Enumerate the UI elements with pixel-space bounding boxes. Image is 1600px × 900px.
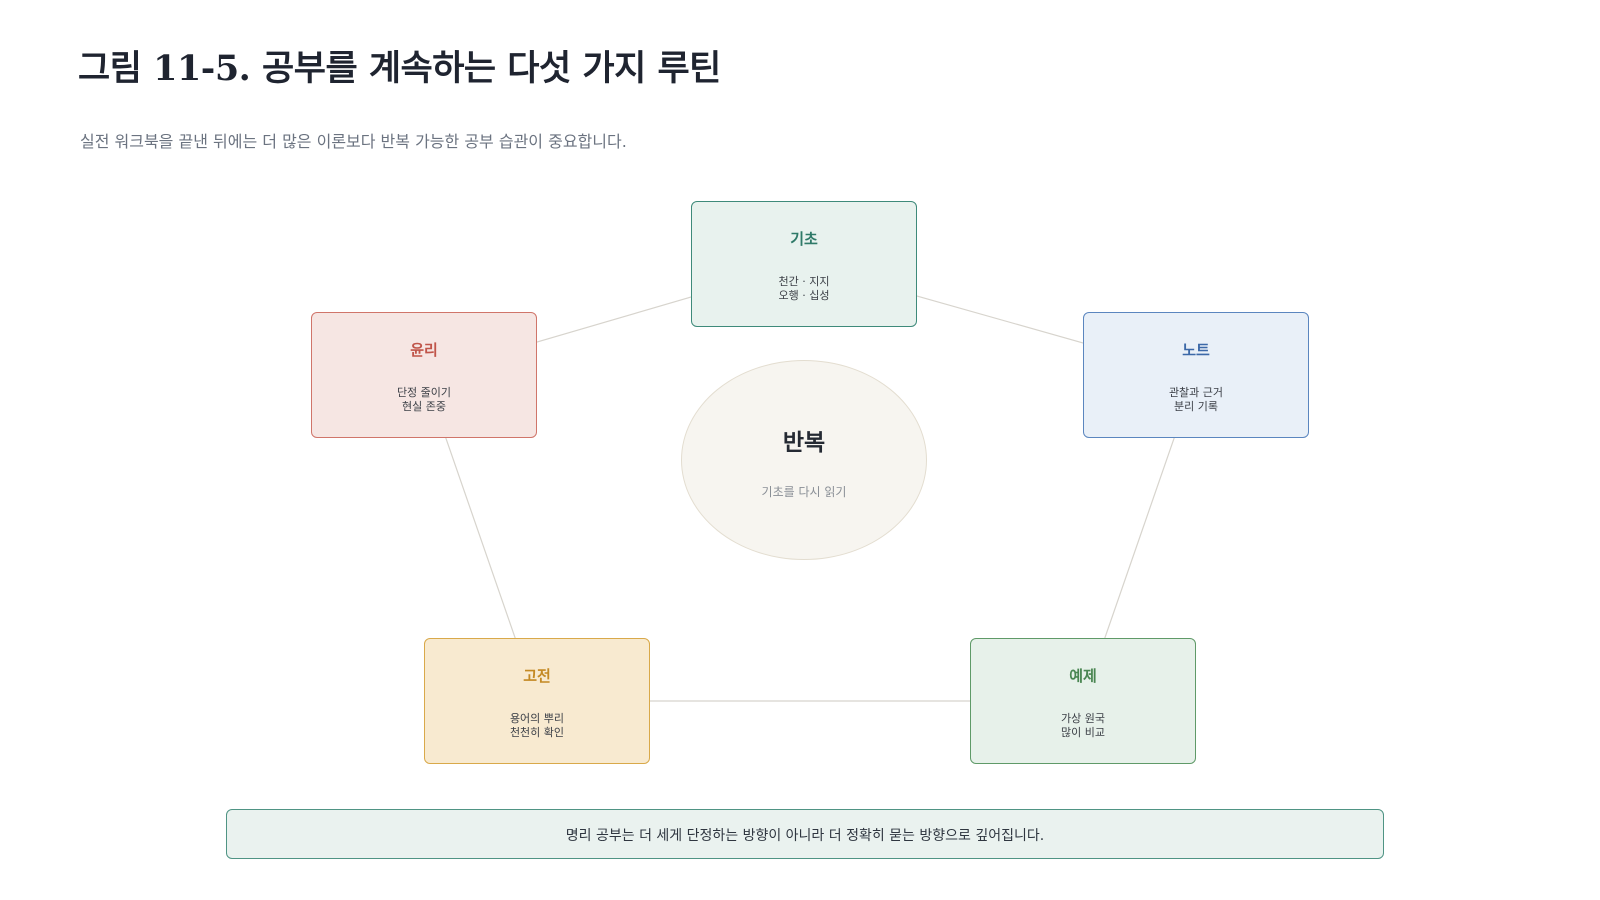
center-title: 반복 bbox=[782, 429, 826, 456]
node-detail: 용어의 뿌리 bbox=[509, 712, 565, 725]
node-yunri: 윤리 단정 줄이기 현실 존중 bbox=[311, 312, 537, 438]
node-yeje: 예제 가상 원국 많이 비교 bbox=[970, 638, 1196, 764]
node-detail: 분리 기록 bbox=[1174, 400, 1218, 413]
node-title: 고전 bbox=[523, 667, 551, 685]
node-gicho: 기초 천간 · 지지 오행 · 십성 bbox=[691, 201, 917, 327]
center-circle-repeat: 반복 기초를 다시 읽기 bbox=[681, 360, 927, 560]
node-detail: 관찰과 근거 bbox=[1168, 386, 1224, 399]
footer-note: 명리 공부는 더 세게 단정하는 방향이 아니라 더 정확히 묻는 방향으로 깊… bbox=[226, 809, 1384, 859]
center-subtitle: 기초를 다시 읽기 bbox=[761, 485, 847, 499]
page-subtitle: 실전 워크북을 끝낸 뒤에는 더 많은 이론보다 반복 가능한 공부 습관이 중… bbox=[80, 132, 627, 151]
node-detail: 많이 비교 bbox=[1061, 726, 1105, 739]
footer-text: 명리 공부는 더 세게 단정하는 방향이 아니라 더 정확히 묻는 방향으로 깊… bbox=[565, 828, 1045, 844]
node-detail: 단정 줄이기 bbox=[396, 386, 452, 399]
node-title: 예제 bbox=[1069, 667, 1097, 685]
node-gojeon: 고전 용어의 뿌리 천천히 확인 bbox=[424, 638, 650, 764]
node-title: 기초 bbox=[790, 230, 818, 248]
node-title: 윤리 bbox=[410, 341, 438, 359]
page-title: 그림 11-5. 공부를 계속하는 다섯 가지 루틴 bbox=[78, 48, 721, 89]
node-title: 노트 bbox=[1182, 341, 1210, 359]
node-detail: 가상 원국 bbox=[1061, 712, 1105, 725]
node-note: 노트 관찰과 근거 분리 기록 bbox=[1083, 312, 1309, 438]
node-detail: 현실 존중 bbox=[402, 400, 446, 413]
node-detail: 천간 · 지지 bbox=[778, 275, 830, 288]
node-detail: 오행 · 십성 bbox=[778, 289, 830, 302]
node-detail: 천천히 확인 bbox=[509, 726, 565, 739]
